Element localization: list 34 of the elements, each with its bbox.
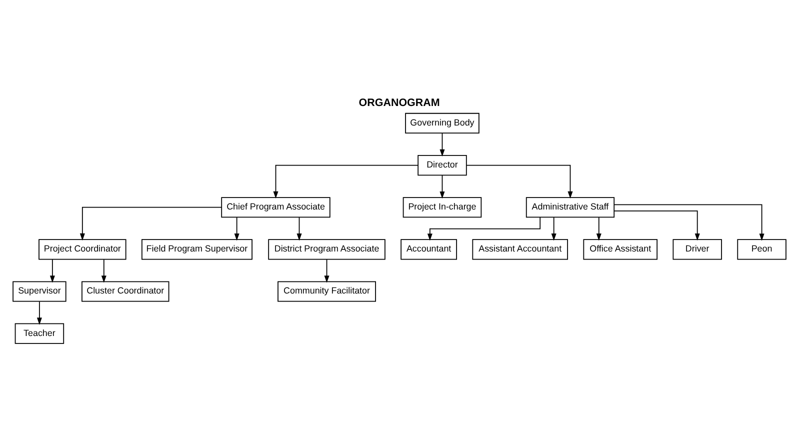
diagram-title: ORGANOGRAM	[358, 96, 440, 108]
node-box: Administrative Staff	[526, 196, 615, 218]
node-box: Driver	[672, 238, 722, 260]
node-box: Community Facilitator	[278, 280, 376, 302]
node-box: Governing Body	[405, 112, 480, 134]
node-box: Director	[418, 154, 467, 176]
node-box: District Program Associate	[268, 238, 386, 260]
arrow	[427, 216, 541, 240]
arrow	[101, 258, 106, 282]
arrow	[440, 132, 445, 156]
arrow	[440, 174, 445, 198]
arrow	[273, 164, 418, 198]
arrow	[596, 216, 602, 240]
arrow	[614, 210, 700, 240]
node-box: Accountant	[400, 238, 458, 260]
arrow	[50, 258, 55, 282]
node-box: Office Assistant	[583, 238, 658, 260]
node-box: Cluster Coordinator	[82, 280, 170, 302]
node-box: Teacher	[14, 322, 64, 344]
arrow	[614, 204, 764, 240]
node-box: Field Program Supervisor	[141, 238, 252, 260]
arrow	[324, 258, 330, 282]
node-box: Assistant Accountant	[472, 238, 568, 260]
node-box: Supervisor	[12, 280, 66, 302]
arrow	[36, 300, 42, 324]
arrow	[296, 216, 302, 240]
arrow	[234, 216, 240, 240]
node-box: Chief Program Associate	[221, 196, 330, 218]
node-box: Project In-charge	[402, 196, 482, 218]
arrow	[551, 216, 556, 240]
arrow	[80, 206, 222, 240]
node-box: Peon	[737, 238, 786, 260]
arrow	[466, 164, 573, 198]
node-box: Project Coordinator	[38, 238, 126, 260]
